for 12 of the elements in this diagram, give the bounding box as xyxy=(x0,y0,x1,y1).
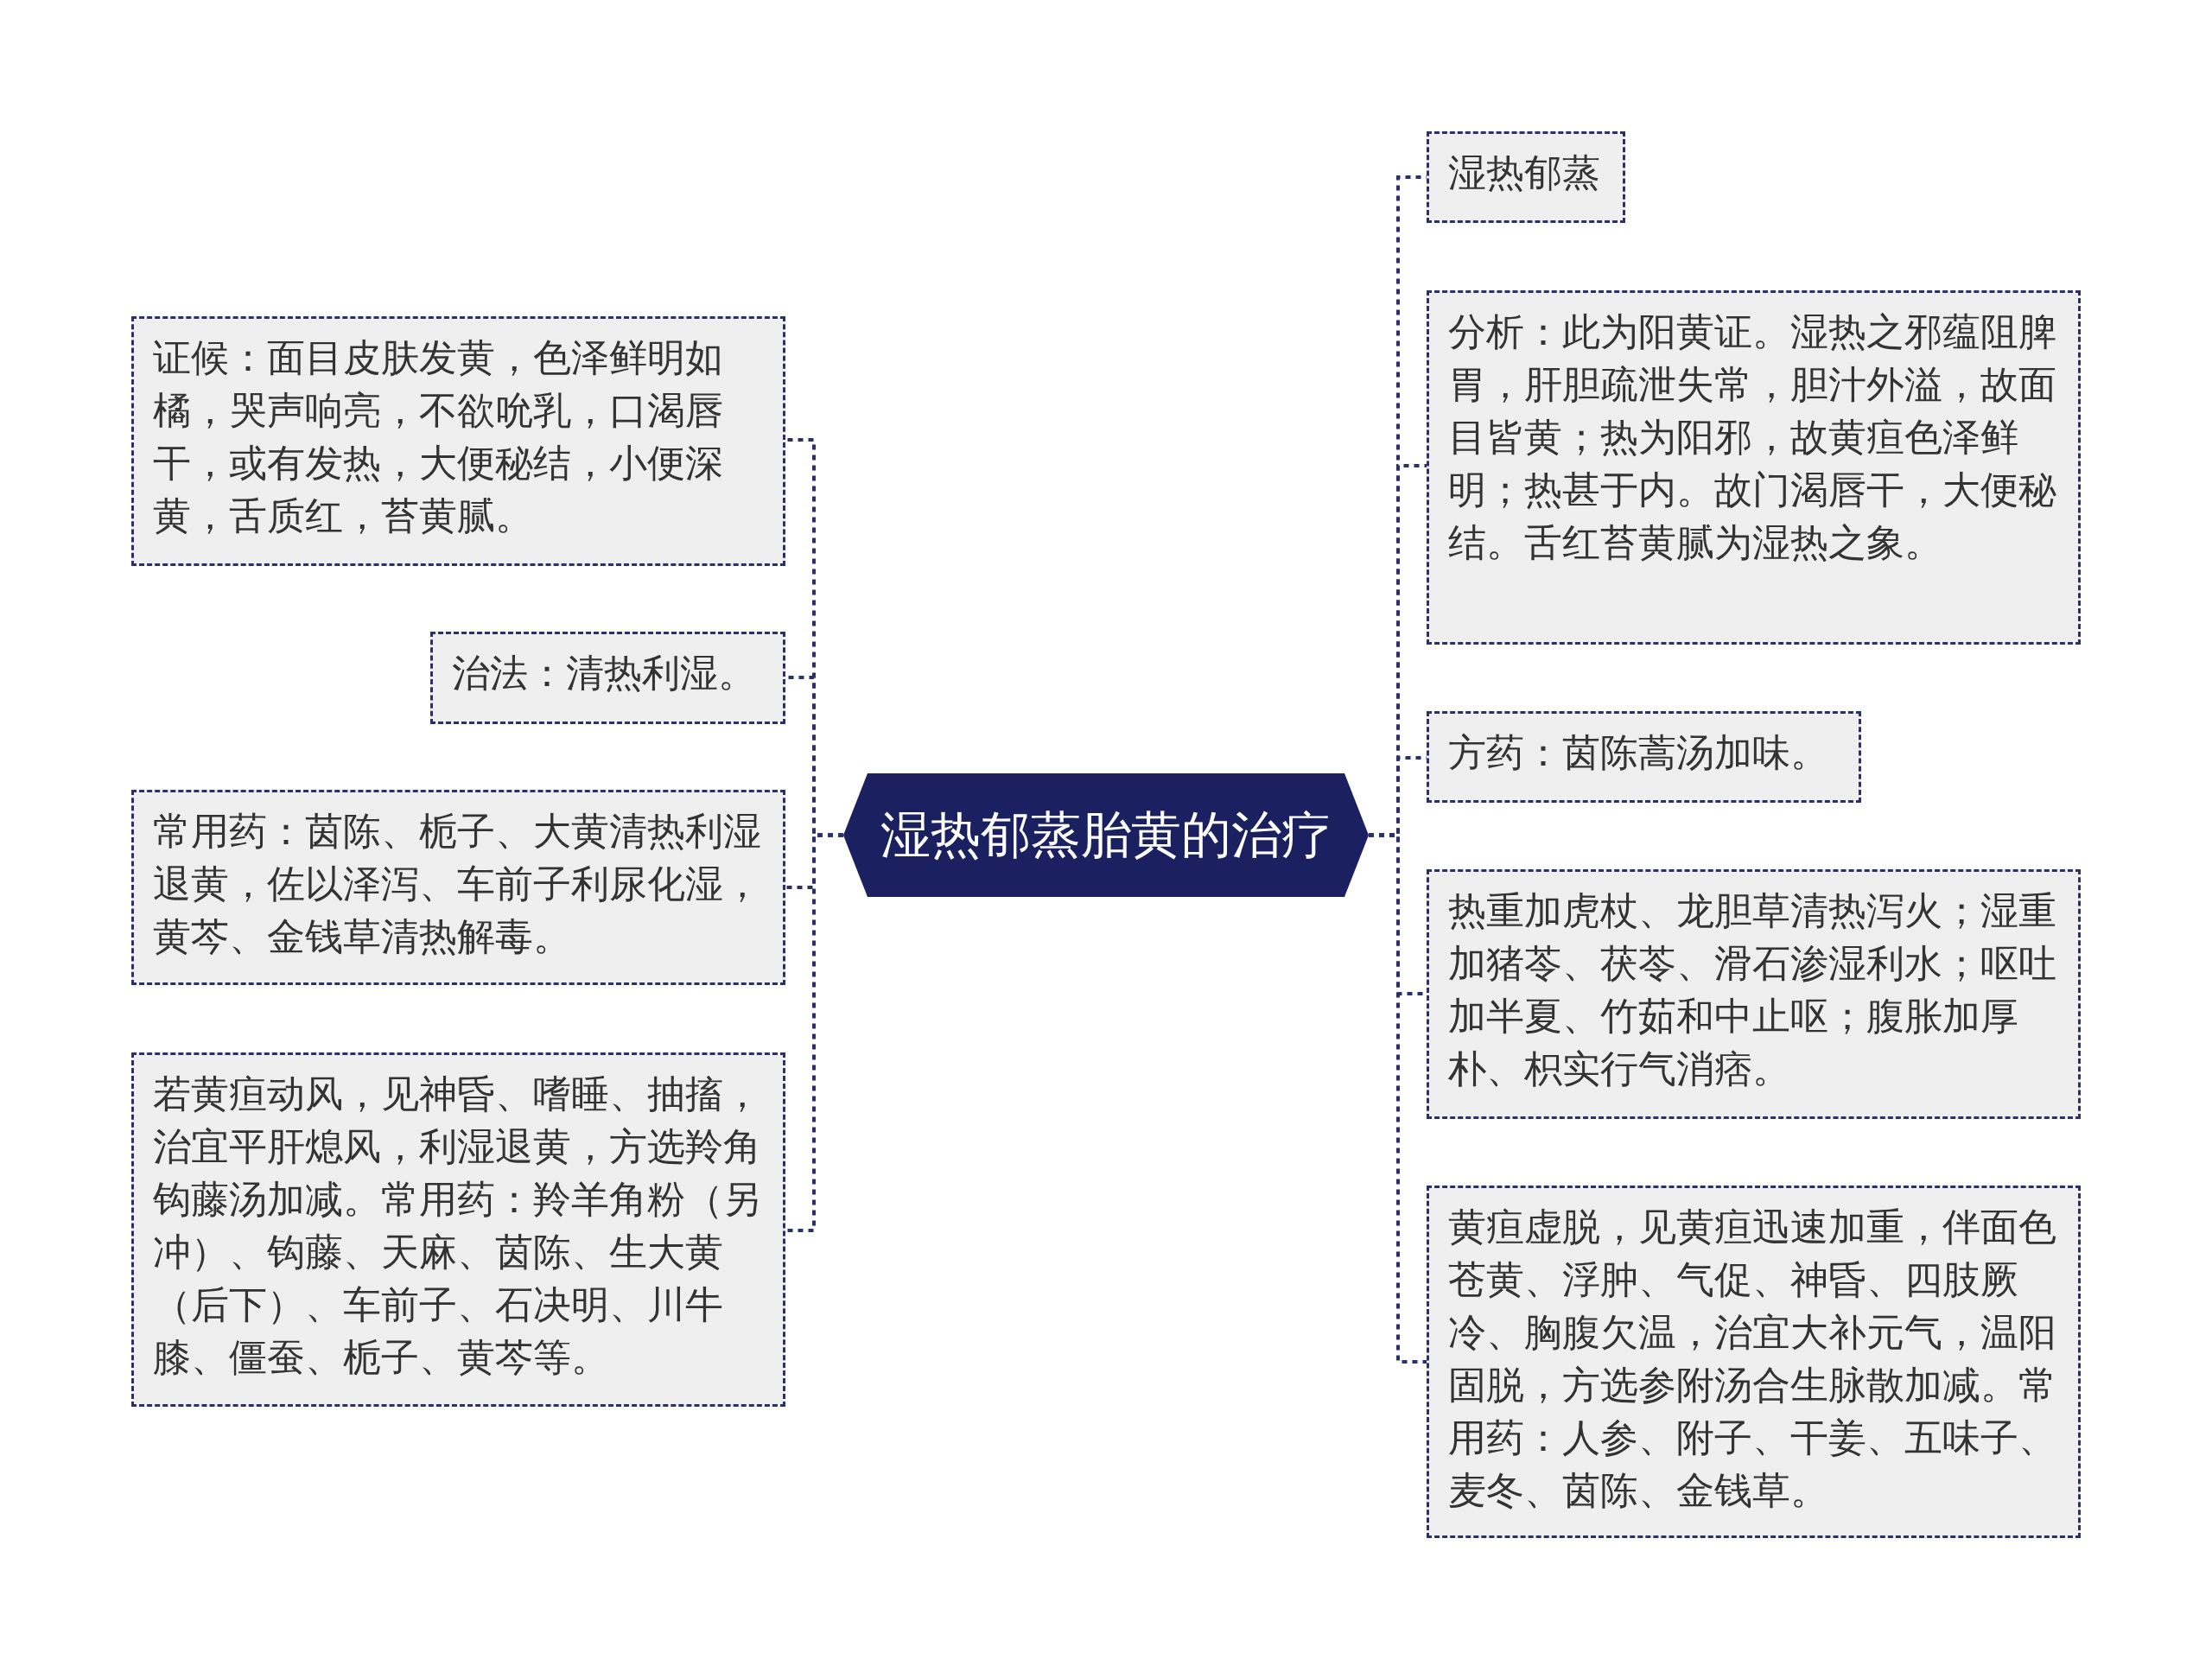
connector xyxy=(785,833,843,1232)
central-topic: 湿热郁蒸胎黄的治疗 xyxy=(843,773,1369,897)
topic-box: 方药：茵陈蒿汤加味。 xyxy=(1427,711,1861,803)
topic-box: 常用药：茵陈、栀子、大黄清热利湿退黄，佐以泽泻、车前子利尿化湿，黄芩、金钱草清热解毒。 xyxy=(131,790,785,985)
topic-box: 治法：清热利湿。 xyxy=(430,632,785,724)
connector xyxy=(1369,833,1427,1364)
topic-box: 黄疸虚脱，见黄疸迅速加重，伴面色苍黄、浮肿、气促、神昏、四肢厥冷、胸腹欠温，治宜大补元气，温阳固脱，方选参附汤合生脉散加减。常用药：人参、附子、干姜、五味子、麦冬、茵陈、金钱草。 xyxy=(1427,1186,2081,1538)
topic-box: 热重加虎杖、龙胆草清热泻火；湿重加猪苓、茯苓、滑石渗湿利水；呕吐加半夏、竹茹和中止呕；腹胀加厚朴、枳实行气消痞。 xyxy=(1427,869,2081,1119)
topic-box: 若黄疸动风，见神昏、嗜睡、抽搐，治宜平肝熄风，利湿退黄，方选羚角钩藤汤加减。常用药：羚羊角粉（另冲）、钩藤、天麻、茵陈、生大黄（后下）、车前子、石决明、川牛膝、僵蚕、栀子、黄芩等。 xyxy=(131,1052,785,1407)
topic-box: 证候：面目皮肤发黄，色泽鲜明如橘，哭声响亮，不欲吮乳，口渴唇干，或有发热，大便秘结，小便深黄，舌质红，苔黄腻。 xyxy=(131,316,785,566)
topic-box: 分析：此为阳黄证。湿热之邪蕴阻脾胃，肝胆疏泄失常，胆汁外溢，故面目皆黄；热为阳邪，故黄疸色泽鲜明；热甚于内。故门渴唇干，大便秘结。舌红苔黄腻为湿热之象。 xyxy=(1427,290,2081,645)
topic-box: 湿热郁蒸 xyxy=(1427,131,1625,223)
